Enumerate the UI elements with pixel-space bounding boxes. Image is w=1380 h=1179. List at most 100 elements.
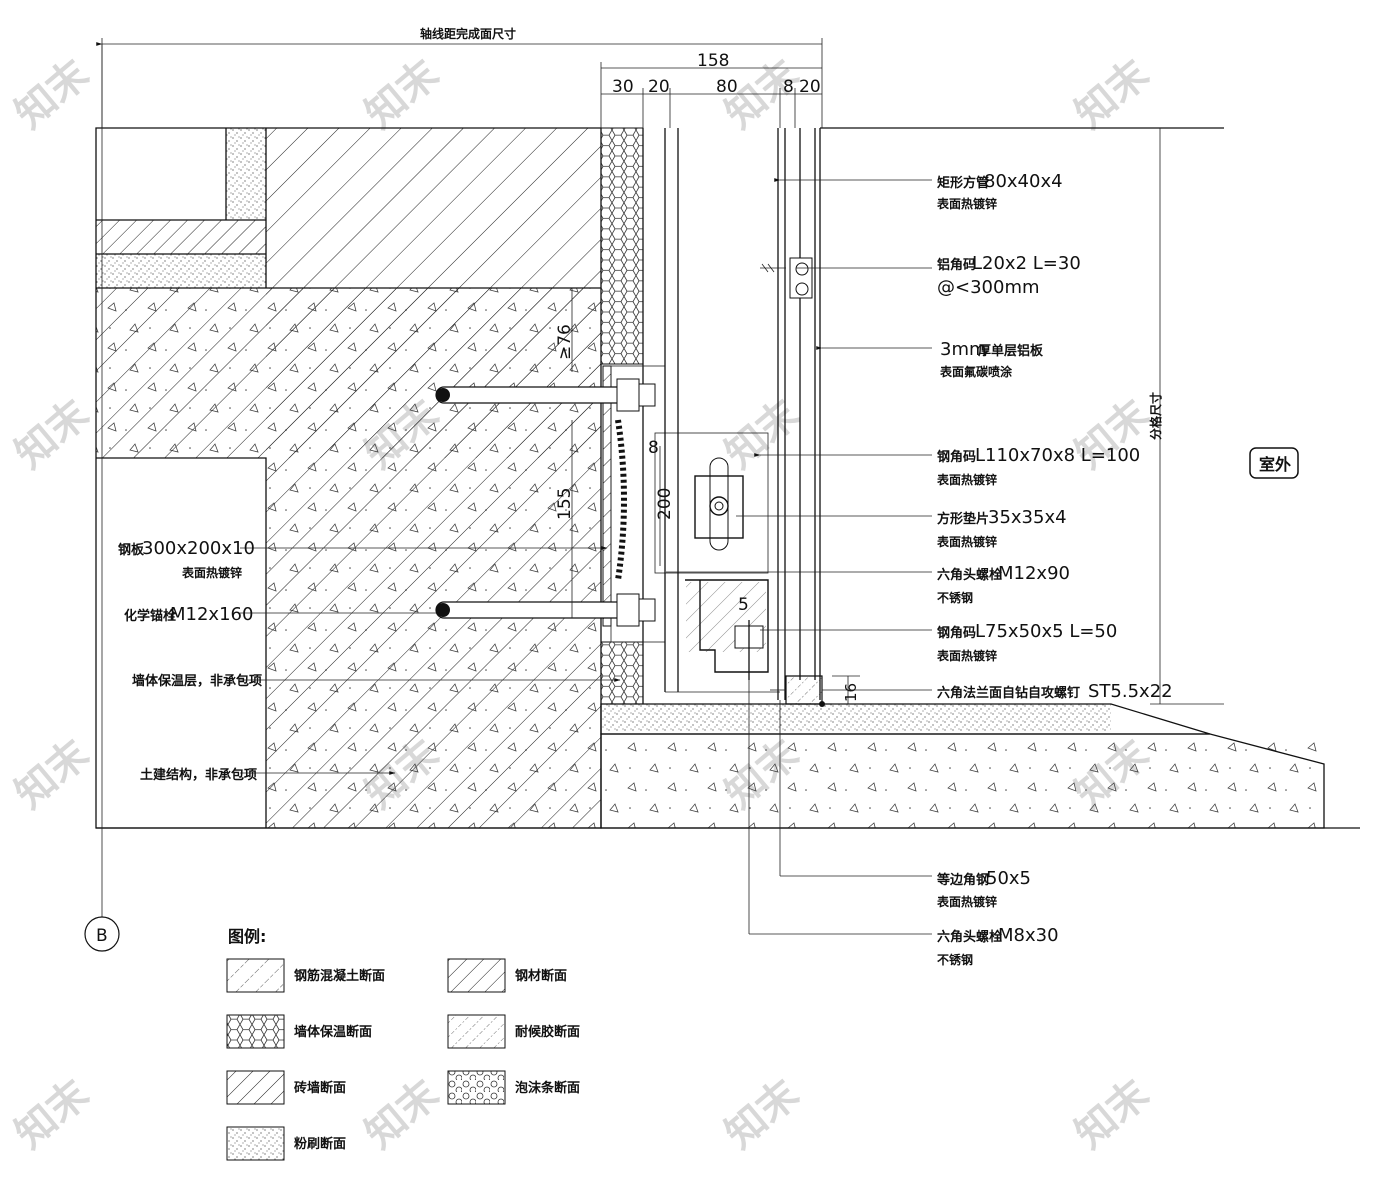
svg-text:表面热镀锌: 表面热镀锌 <box>181 565 242 580</box>
anchor-assembly <box>435 365 666 643</box>
svg-text:不锈钢: 不锈钢 <box>937 952 973 967</box>
outside-badge-frame <box>1249 447 1299 479</box>
svg-text:粉刷断面: 粉刷断面 <box>294 1136 346 1152</box>
dim-8: 8 <box>783 77 794 97</box>
callout-alu-panel: 3mm 厚单层铝板 表面氟碳喷涂 <box>939 339 1044 379</box>
legend-swatch-brick <box>226 1070 285 1105</box>
dim-20b: 20 <box>799 77 821 97</box>
svg-text:知末: 知末 <box>7 731 98 818</box>
svg-text:钢材断面: 钢材断面 <box>515 968 567 984</box>
svg-text:六角法兰面自钻自攻螺钉: 六角法兰面自钻自攻螺钉 <box>937 685 1080 701</box>
svg-text:3mm: 3mm <box>940 339 987 360</box>
left-callout-leaders <box>240 546 621 775</box>
svg-text:墙体保温层，非承包项: 墙体保温层，非承包项 <box>132 673 262 689</box>
legend-title: 图例: <box>228 927 266 946</box>
svg-text:六角头螺栓: 六角头螺栓 <box>937 929 1002 945</box>
svg-text:表面热镀锌: 表面热镀锌 <box>936 196 997 211</box>
legend-item-concrete: 钢筋混凝土断面 <box>226 958 385 993</box>
callout-rect-tube: 矩形方管 80x40x4 表面热镀锌 <box>936 171 1063 211</box>
svg-text:L110x70x8 L=100: L110x70x8 L=100 <box>975 445 1140 466</box>
callout-equal-angle: 等边角钢 50x5 表面热镀锌 <box>936 868 1031 909</box>
legend-item-steel: 钢材断面 <box>447 958 567 993</box>
callout-steel-plate: 钢板 300x200x10 表面热镀锌 <box>118 538 255 580</box>
dim-20a: 20 <box>648 77 670 97</box>
dim-weld5: 5 <box>738 595 749 615</box>
callout-civil-structure: 土建结构，非承包项 <box>140 767 257 783</box>
dim-30: 30 <box>612 77 634 97</box>
legend-item-sealant: 耐候胶断面 <box>447 1014 580 1049</box>
svg-text:知末: 知末 <box>717 1071 808 1158</box>
svg-text:铝角码: 铝角码 <box>937 257 976 273</box>
svg-text:方形垫片: 方形垫片 <box>937 511 989 527</box>
dim-200: 200 <box>655 488 675 520</box>
legend-item-plaster: 粉刷断面 <box>226 1126 346 1161</box>
structure-section <box>95 127 1360 829</box>
dim-top-label: 轴线距完成面尺寸 <box>420 26 516 41</box>
svg-text:墙体保温断面: 墙体保温断面 <box>294 1024 372 1040</box>
svg-text:知末: 知末 <box>1067 1071 1158 1158</box>
svg-text:知末: 知末 <box>7 1071 98 1158</box>
dim-155: 155 <box>555 488 575 520</box>
dim-16: 16 <box>842 683 860 702</box>
axis-bubble <box>84 916 120 952</box>
steel-bracket <box>654 128 780 693</box>
svg-text:300x200x10: 300x200x10 <box>142 538 255 559</box>
svg-text:知末: 知末 <box>717 391 808 478</box>
dimension-lines <box>96 38 1224 918</box>
legend-swatch-concrete <box>226 958 285 993</box>
svg-text:50x5: 50x5 <box>986 868 1031 889</box>
dim-80: 80 <box>716 77 738 97</box>
callout-steel-clip-75: 钢角码 L75x50x5 L=50 表面热镀锌 <box>936 621 1117 663</box>
callout-hex-bolt-m8: 六角头螺栓 M8x30 不锈钢 <box>937 925 1059 967</box>
legend-swatch-insulation <box>226 1014 285 1049</box>
dim-total: 158 <box>697 51 729 71</box>
legend: 图例: 钢筋混凝土断面 钢材断面 墙体保温断面 耐候胶断面 砖墙断面 泡沫条断面… <box>226 927 580 1161</box>
svg-text:ST5.5x22: ST5.5x22 <box>1088 681 1173 702</box>
svg-text:35x35x4: 35x35x4 <box>988 507 1067 528</box>
svg-text:知末: 知末 <box>357 51 448 138</box>
svg-text:知末: 知末 <box>7 51 98 138</box>
svg-text:M12x160: M12x160 <box>170 604 253 625</box>
svg-text:表面热镀锌: 表面热镀锌 <box>936 534 997 549</box>
callout-steel-clip-110: 钢角码 L110x70x8 L=100 表面热镀锌 <box>936 445 1140 487</box>
legend-item-brick: 砖墙断面 <box>226 1070 346 1105</box>
svg-text:耐候胶断面: 耐候胶断面 <box>515 1024 580 1040</box>
svg-text:L75x50x5 L=50: L75x50x5 L=50 <box>975 621 1117 642</box>
svg-text:表面氟碳喷涂: 表面氟碳喷涂 <box>939 364 1013 379</box>
svg-text:钢筋混凝土断面: 钢筋混凝土断面 <box>294 968 385 984</box>
panel-assembly <box>760 128 825 707</box>
callout-self-drill-screw: 六角法兰面自钻自攻螺钉 ST5.5x22 <box>937 681 1173 702</box>
callout-chem-anchor: 化学锚栓 M12x160 <box>124 604 253 625</box>
svg-text:土建结构，非承包项: 土建结构，非承包项 <box>140 767 257 783</box>
legend-swatch-sealant <box>447 1014 506 1049</box>
callout-wall-insulation: 墙体保温层，非承包项 <box>132 673 262 689</box>
svg-text:M12x90: M12x90 <box>998 563 1070 584</box>
callout-alu-clip: 铝角码 L20x2 L=30 @<300mm <box>937 253 1081 298</box>
dim-right-span: 分格尺寸 <box>1148 392 1163 440</box>
legend-swatch-plaster <box>226 1126 285 1161</box>
svg-text:厚单层铝板: 厚单层铝板 <box>978 343 1044 359</box>
svg-text:@<300mm: @<300mm <box>937 277 1040 298</box>
svg-text:M8x30: M8x30 <box>998 925 1059 946</box>
callout-square-washer: 方形垫片 35x35x4 表面热镀锌 <box>936 507 1067 549</box>
dim-weld8: 8 <box>648 438 659 458</box>
legend-item-insulation: 墙体保温断面 <box>226 1014 372 1049</box>
svg-text:L20x2 L=30: L20x2 L=30 <box>972 253 1081 274</box>
svg-text:砖墙断面: 砖墙断面 <box>294 1080 346 1096</box>
svg-text:知末: 知末 <box>7 391 98 478</box>
outside-badge: 室外 <box>1259 455 1291 474</box>
callout-hex-bolt-m12: 六角头螺栓 M12x90 不锈钢 <box>937 563 1070 605</box>
svg-text:不锈钢: 不锈钢 <box>937 590 973 605</box>
svg-text:泡沫条断面: 泡沫条断面 <box>515 1080 580 1096</box>
svg-text:钢角码: 钢角码 <box>937 449 976 465</box>
svg-text:矩形方管: 矩形方管 <box>936 175 989 191</box>
svg-text:钢板: 钢板 <box>118 542 145 558</box>
svg-text:化学锚栓: 化学锚栓 <box>124 608 176 624</box>
right-callout-leaders <box>666 178 932 935</box>
svg-text:80x40x4: 80x40x4 <box>984 171 1063 192</box>
svg-text:表面热镀锌: 表面热镀锌 <box>936 648 997 663</box>
legend-swatch-foam <box>447 1070 506 1105</box>
axis-label: B <box>96 926 108 946</box>
legend-item-foam: 泡沫条断面 <box>447 1070 580 1105</box>
